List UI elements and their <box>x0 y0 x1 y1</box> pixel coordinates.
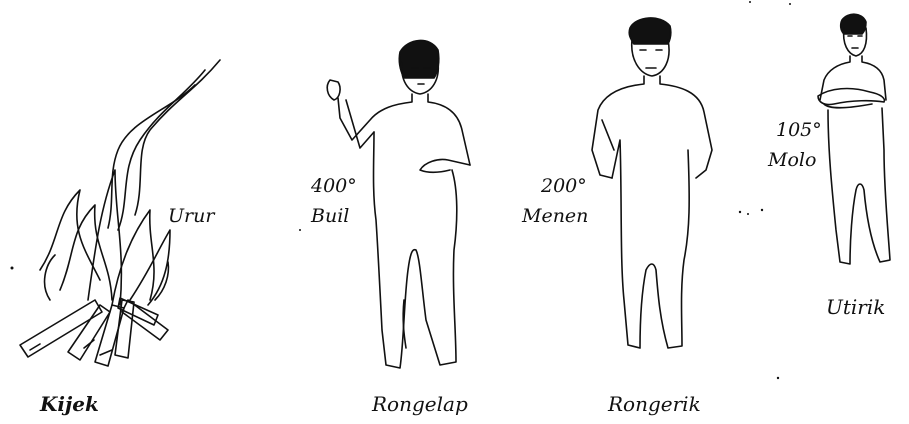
caption-rongerik: Rongerik <box>608 393 701 415</box>
temperature-105: 105° <box>776 120 822 141</box>
temperature-400: 400° <box>311 176 357 197</box>
temperature-200: 200° <box>541 176 587 197</box>
label-molo: Molo <box>768 150 816 171</box>
figure-rongerik-drawing <box>592 18 712 348</box>
caption-rongelap: Rongelap <box>372 393 468 415</box>
caption-kijek: Kijek <box>40 393 99 415</box>
label-buil: Buil <box>311 206 349 227</box>
label-urur: Urur <box>168 206 214 227</box>
caption-utirik: Utirik <box>826 296 885 318</box>
label-menen: Menen <box>522 206 588 227</box>
figure-utirik-drawing <box>818 14 890 264</box>
